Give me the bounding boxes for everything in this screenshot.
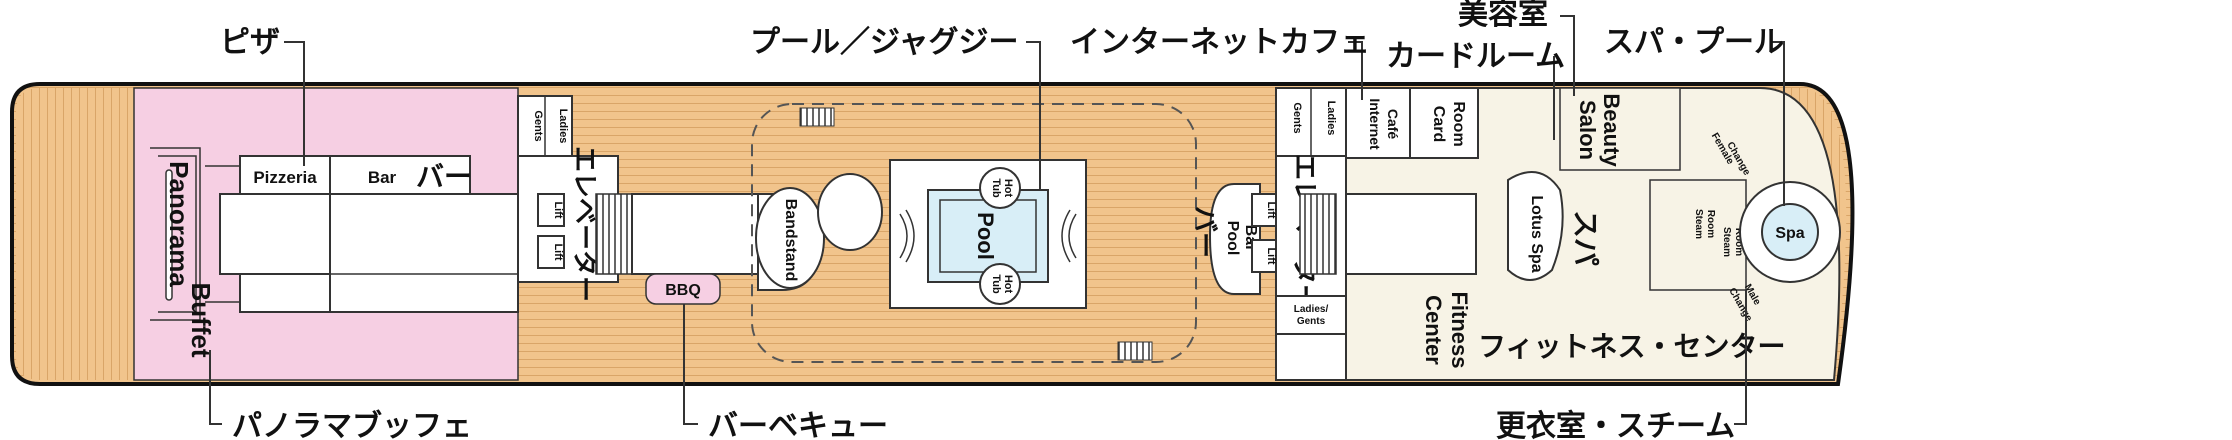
beauty-label: Beauty [1599,93,1624,167]
callout-bbq: バーベキュー [708,409,888,440]
hot-tub-1-hot: Hot [1002,179,1014,198]
panorama-label: Panorama [164,161,194,287]
bow-deck [16,88,134,380]
center-label: Center [1421,295,1446,365]
stairs-aft [1299,193,1337,275]
callout-beauty-room: 美容室 [1458,0,1548,32]
lift-label-2: Lift [552,243,564,260]
pool-bar[interactable] [1208,183,1261,295]
room-label: Room [1450,101,1467,146]
steam-label-2: Steam [1721,227,1732,257]
leader-bbq [683,304,698,425]
callout-internet-cafe: インターネットカフェ [1070,25,1370,60]
callout-card-room: カードルーム [1386,39,1565,74]
callout-pizza: ピザ [220,25,280,60]
bar-jp-label: バー [416,160,472,193]
galley-block [329,193,519,313]
lotus-spa[interactable] [1507,171,1564,281]
salon-label: Salon [1575,100,1600,160]
spa-jp-label: スパ [1569,210,1602,266]
restroom-aft-bottom[interactable] [1275,295,1347,335]
leader-pool-jacuzzi [1026,41,1041,190]
ladies-gents-label-2: Gents [1297,316,1326,327]
leader-internet-cafe [1348,41,1363,100]
pool-bar-label-1: Pool [1224,221,1241,256]
lounger-1 [799,107,835,127]
hot-tub-1[interactable] [979,167,1021,209]
leader-beauty-room [1560,15,1575,96]
pizzeria-room[interactable] [239,155,331,195]
hot-tub-1-tub: Tub [990,178,1002,198]
leader-changing-steam [1734,290,1747,425]
buffet-label: Buffet [186,282,216,357]
pool-bar-jp: バー [1189,206,1219,258]
fitness-label: Fitness [1447,291,1472,368]
ladies-label-2: Ladies [1325,101,1337,136]
lift-label-3: Lift [1265,201,1277,218]
lift-aft-1[interactable] [1251,193,1277,227]
buffet-counter-b [239,273,331,313]
callout-pool-jacuzzi: プール／ジャグジー [750,25,1019,60]
hot-tub-2-tub: Tub [990,274,1002,294]
stairs-forward [595,193,633,275]
buffet-counter-a [219,193,331,275]
internet-cafe[interactable] [1345,87,1411,159]
lift-aft-2[interactable] [1251,239,1277,273]
ladies-gents-label-1: Ladies/ [1294,304,1329,315]
ladies-label-1: Ladies [557,109,569,144]
beauty-salon[interactable] [1559,87,1681,171]
bandstand-dome [817,173,883,251]
bar-room[interactable] [329,155,471,195]
card-label: Card [1430,106,1447,142]
spa-pool[interactable] [1761,203,1819,261]
callout-spa-pool: スパ・プール [1604,25,1784,60]
pizzeria-label: Pizzeria [253,168,317,187]
gents-label-1: Gents [532,110,544,141]
card-room[interactable] [1409,87,1479,159]
corridor-aft [1345,193,1477,275]
pool-deck-outline [751,103,1197,363]
corridor-forward [631,193,759,275]
internet-label: Internet [1367,98,1383,150]
lotus-spa-label: Lotus Spa [1528,195,1545,272]
lift-label-4: Lift [1265,247,1277,264]
callout-changing-steam: 更衣室・スチーム [1496,409,1735,440]
lift-forward-1[interactable] [537,193,565,227]
gents-label-2: Gents [1291,102,1303,133]
leader-panorama-buffet [209,350,222,425]
bandstand-label: Bandstand [782,199,799,282]
callout-panorama-buffet: パノラマブッフェ [232,409,472,440]
fitness-jp-label: フィットネス・センター [1478,330,1785,363]
steam-label-1: Steam [1693,209,1704,239]
spa-fitness-interior [1345,87,1841,381]
elevator-jp-forward: エレベーター [569,146,599,302]
leader-spa-pool [1772,41,1785,206]
steam-room-label-1: Room [1705,210,1716,238]
lift-label-1: Lift [552,201,564,218]
bar-label: Bar [368,168,397,187]
steam-room-label-2: Room [1733,228,1744,256]
cafe-label: Café [1385,109,1401,140]
bbq-label: BBQ [665,282,701,299]
hot-tub-2[interactable] [979,263,1021,305]
lift-forward-2[interactable] [537,235,565,269]
leader-pizza [284,41,305,166]
pool-label: Pool [973,212,998,260]
bandstand-stage [755,187,825,289]
lounger-2 [1117,341,1153,361]
buffet-stations [165,169,173,301]
hot-tub-2-hot: Hot [1002,275,1014,294]
spa-label: Spa [1775,225,1804,242]
